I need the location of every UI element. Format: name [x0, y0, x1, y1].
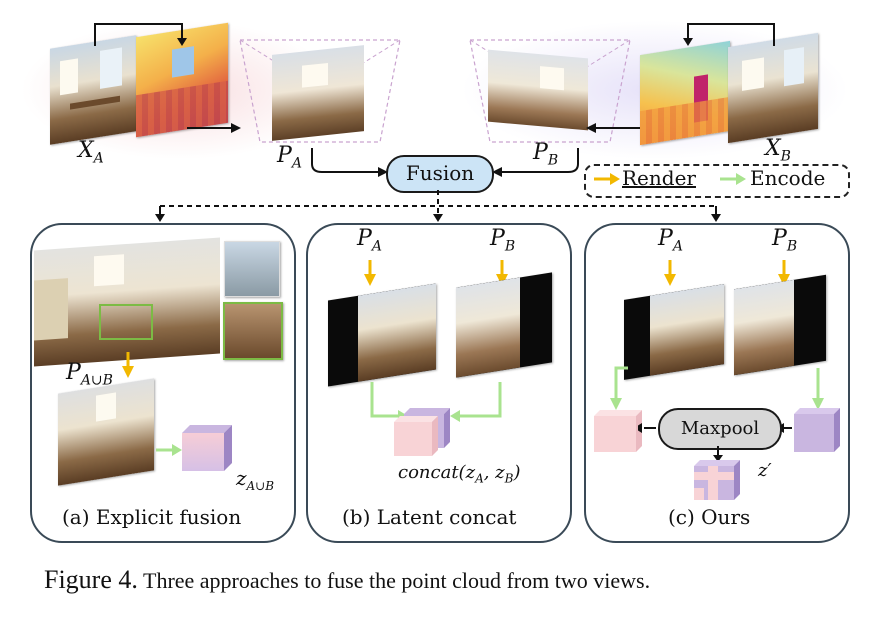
panel-a-rendered-image: [58, 378, 154, 486]
figure-caption: Figure 4. Three approaches to fuse the p…: [44, 565, 650, 595]
arrow-to-pa: [187, 123, 241, 133]
xa-label: XA: [78, 138, 104, 167]
xa-photo: [50, 35, 136, 145]
pa-point-cloud: [272, 45, 364, 141]
xb-label: XB: [765, 136, 791, 165]
panel-a-zoom-bottom: [223, 302, 283, 360]
panel-b-caption: (b) Latent concat: [342, 505, 517, 529]
pb-label: PB: [533, 140, 559, 169]
panel-b-concat-cubes: [394, 408, 450, 456]
panel-b-render-b: [456, 272, 552, 378]
panel-b-concat-label: concat(zA, zB): [398, 462, 521, 486]
panel-c-down-arrow: [713, 446, 723, 462]
panel-a-encode-arrow: [156, 444, 182, 456]
panel-a-caption: (a) Explicit fusion: [62, 505, 242, 529]
panel-c-render-b: [734, 274, 826, 376]
panel-c-output-label: z′: [758, 460, 772, 481]
panel-c-pb-label: PB: [772, 226, 798, 255]
arrow-to-pb: [586, 123, 640, 133]
panel-b-pa-label: PA: [357, 226, 382, 255]
panel-b-render-arrow-a: [364, 260, 376, 286]
encode-arrow-icon: [720, 173, 746, 185]
panel-c-render-arrow-a: [664, 260, 676, 286]
fusion-connectors: [311, 148, 579, 177]
pb-point-cloud: [488, 49, 588, 131]
xb-photo: [728, 32, 818, 144]
panel-c-caption: (c) Ours: [668, 505, 751, 529]
panel-c-render-arrow-b: [778, 260, 790, 286]
panel-c-latent-b: [794, 408, 840, 452]
panel-a-highlight-box: [99, 304, 153, 340]
xb-depth-map: [640, 40, 730, 146]
panel-b-render-a: [328, 283, 436, 387]
fusion-node: Fusion: [386, 155, 494, 193]
figure-caption-text: Three approaches to fuse the point cloud…: [143, 568, 651, 593]
legend-encode-label: Encode: [750, 166, 826, 190]
panel-a-point-label: PA∪B: [66, 360, 113, 389]
top-loop-arrow-b: [683, 23, 775, 46]
panel-a-fused-point-cloud: [34, 237, 220, 367]
legend: [584, 164, 850, 198]
pa-label: PA: [277, 143, 302, 172]
maxpool-node: Maxpool: [658, 408, 782, 450]
panel-a-zoom-top: [224, 241, 280, 297]
panel-a-latent-cube: [182, 425, 232, 471]
render-arrow-icon: [594, 173, 620, 185]
panel-c-pa-label: PA: [658, 226, 683, 255]
panel-c-encode-arrows: [610, 366, 824, 410]
panel-b-pb-label: PB: [490, 226, 516, 255]
panel-c-output-cube: [694, 460, 740, 500]
legend-render-label: Render: [622, 166, 696, 190]
panel-a-render-arrow: [122, 352, 134, 378]
panel-c-latent-a: [594, 410, 642, 452]
panel-a-latent-label: zA∪B: [236, 466, 275, 493]
distribution-arrows: [155, 190, 721, 222]
top-loop-arrow-a: [94, 23, 187, 46]
panel-c-maxpool-arrows: [638, 423, 792, 433]
figure-caption-prefix: Figure 4.: [44, 565, 138, 594]
